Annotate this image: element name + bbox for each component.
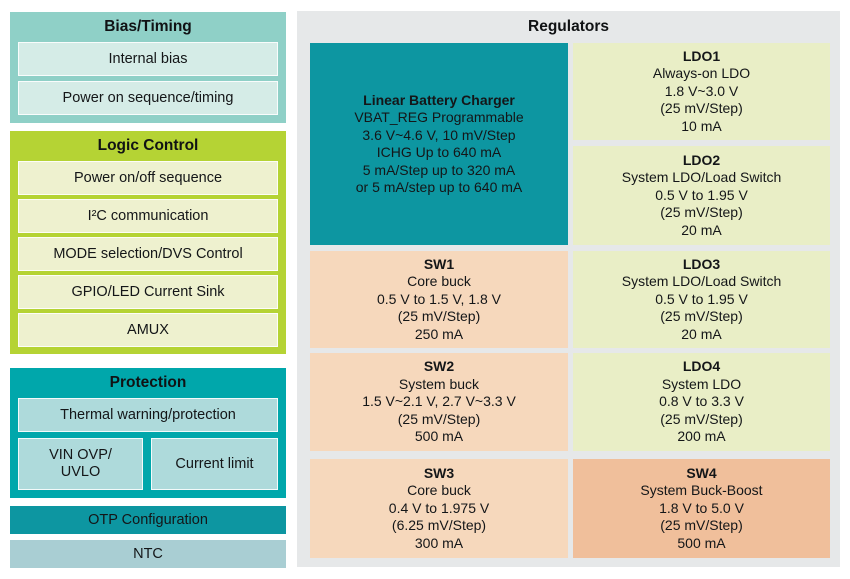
i2c-communication-item: I²C communication <box>18 199 278 233</box>
ldo4-block: LDO4 System LDO 0.8 V to 3.3 V (25 mV/St… <box>573 353 830 451</box>
vin-ovp-uvlo-box: VIN OVP/ UVLO <box>18 438 143 490</box>
charger-line: 3.6 V~4.6 V, 10 mV/Step <box>362 126 516 143</box>
protection-title: Protection <box>109 374 187 391</box>
sw1-block: SW1 Core buck 0.5 V to 1.5 V, 1.8 V (25 … <box>310 251 568 348</box>
sw1-line: (25 mV/Step) <box>397 308 481 325</box>
sw3-name: SW3 <box>423 464 455 481</box>
uvlo-line: UVLO <box>60 464 101 480</box>
bias-timing-title: Bias/Timing <box>104 18 192 35</box>
ldo1-name: LDO1 <box>682 47 721 64</box>
sw2-name: SW2 <box>423 358 455 375</box>
charger-line: or 5 mA/step up to 640 mA <box>355 179 523 195</box>
mode-selection-dvs-item: MODE selection/DVS Control <box>18 237 278 271</box>
power-on-off-sequence-item: Power on/off sequence <box>18 161 278 195</box>
sw4-line: System Buck-Boost <box>640 482 763 499</box>
ldo2-line: (25 mV/Step) <box>660 204 743 221</box>
regulators-title: Regulators <box>528 18 609 35</box>
logic-control-group: Logic Control Power on/off sequence I²C … <box>10 131 286 354</box>
sw2-line: System buck <box>398 375 480 392</box>
sw2-line: 1.5 V~2.1 V, 2.7 V~3.3 V <box>362 393 516 410</box>
otp-configuration-bar: OTP Configuration <box>10 506 286 534</box>
regulators-panel: Regulators Linear Battery Charger VBAT_R… <box>297 11 840 567</box>
linear-battery-charger-block: Linear Battery Charger VBAT_REG Programm… <box>310 43 568 245</box>
sw4-line: 1.8 V to 5.0 V <box>659 499 744 516</box>
ldo4-line: 200 mA <box>677 428 726 445</box>
sw1-line: 250 mA <box>414 325 464 342</box>
ldo3-line: 0.5 V to 1.95 V <box>655 290 748 307</box>
sw3-line: 0.4 V to 1.975 V <box>388 499 490 516</box>
ldo3-line: System LDO/Load Switch <box>621 273 782 290</box>
ldo1-line: 1.8 V~3.0 V <box>664 82 739 99</box>
ldo3-line: 20 mA <box>681 325 722 342</box>
ldo2-line: 20 mA <box>681 221 722 238</box>
sw4-block: SW4 System Buck-Boost 1.8 V to 5.0 V (25… <box>573 459 830 558</box>
ntc-bar: NTC <box>10 540 286 568</box>
bias-timing-group: Bias/Timing Internal bias Power on seque… <box>10 12 286 123</box>
ldo4-line: (25 mV/Step) <box>660 410 743 427</box>
thermal-warning-protection-item: Thermal warning/protection <box>18 398 278 432</box>
ldo3-name: LDO3 <box>682 255 721 272</box>
sw3-line: Core buck <box>407 482 471 499</box>
current-limit-label: Current limit <box>175 455 254 472</box>
sw4-line: (25 mV/Step) <box>660 517 743 534</box>
ldo1-block: LDO1 Always-on LDO 1.8 V~3.0 V (25 mV/St… <box>573 43 830 140</box>
charger-line: VBAT_REG Programmable <box>354 109 524 125</box>
vin-ovp-line: VIN OVP/ <box>49 447 112 463</box>
sw4-name: SW4 <box>686 464 717 481</box>
ldo4-line: System LDO <box>661 375 742 392</box>
charger-line: 5 mA/Step up to 320 mA <box>362 161 516 178</box>
sw2-line: (25 mV/Step) <box>397 410 481 427</box>
charger-line: ICHG Up to 640 mA <box>376 144 502 160</box>
current-limit-box: Current limit <box>151 438 278 490</box>
ldo2-line: System LDO/Load Switch <box>621 169 782 186</box>
power-on-sequence-timing-item: Power on sequence/timing <box>18 81 278 115</box>
ldo3-line: (25 mV/Step) <box>660 308 743 325</box>
sw1-line: 0.5 V to 1.5 V, 1.8 V <box>376 290 502 307</box>
sw4-line: 500 mA <box>677 534 726 551</box>
ldo1-line: (25 mV/Step) <box>660 100 743 117</box>
ldo3-block: LDO3 System LDO/Load Switch 0.5 V to 1.9… <box>573 251 830 348</box>
amux-item: AMUX <box>18 313 278 347</box>
charger-name: Linear Battery Charger <box>363 91 515 108</box>
ldo1-line: 10 mA <box>681 117 722 134</box>
ldo4-line: 0.8 V to 3.3 V <box>659 393 744 410</box>
sw2-block: SW2 System buck 1.5 V~2.1 V, 2.7 V~3.3 V… <box>310 353 568 451</box>
internal-bias-item: Internal bias <box>18 42 278 76</box>
ldo1-line: Always-on LDO <box>652 65 751 82</box>
sw2-line: 500 mA <box>414 428 464 445</box>
protection-split-row: VIN OVP/ UVLO Current limit <box>18 438 278 490</box>
gpio-led-current-sink-item: GPIO/LED Current Sink <box>18 275 278 309</box>
sw3-line: 300 mA <box>414 534 464 551</box>
protection-group: Protection Thermal warning/protection VI… <box>10 368 286 498</box>
ldo4-name: LDO4 <box>682 358 721 375</box>
sw1-name: SW1 <box>423 255 455 272</box>
logic-control-title: Logic Control <box>97 137 199 154</box>
ldo2-line: 0.5 V to 1.95 V <box>655 186 748 203</box>
sw1-line: Core buck <box>407 273 471 290</box>
sw3-block: SW3 Core buck 0.4 V to 1.975 V (6.25 mV/… <box>310 459 568 558</box>
sw3-line: (6.25 mV/Step) <box>391 517 487 534</box>
ldo2-name: LDO2 <box>682 151 721 168</box>
ldo2-block: LDO2 System LDO/Load Switch 0.5 V to 1.9… <box>573 146 830 245</box>
